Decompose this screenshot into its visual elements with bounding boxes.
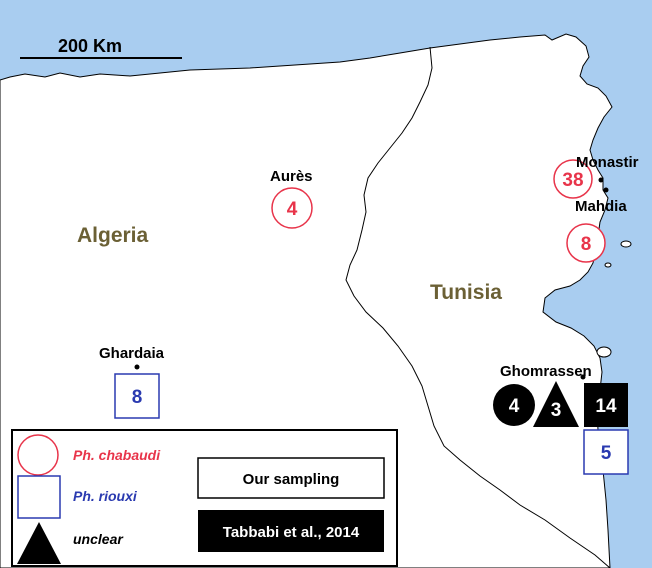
legend: Ph. chabaudi Ph. riouxi unclear Our samp… xyxy=(11,429,398,567)
kerkennah-island xyxy=(620,240,632,248)
riouxi-square-ghomrassen xyxy=(583,429,629,475)
riouxi-count-ghomrassen: 5 xyxy=(601,443,612,464)
monastir-location-dot xyxy=(598,177,604,183)
legend-tabbabi-label: Tabbabi et al., 2014 xyxy=(223,524,360,541)
chabaudi-circle-aures xyxy=(271,187,313,229)
legend-tabbabi-box xyxy=(198,510,384,552)
riouxi-count-ghardaia: 8 xyxy=(132,387,143,408)
chabaudi-count-monastir: 38 xyxy=(562,170,583,191)
tabbabi-triangle-count: 3 xyxy=(551,400,562,421)
riouxi-square-ghardaia xyxy=(114,373,160,419)
tabbabi-circle-ghomrassen xyxy=(493,384,535,426)
legend-riouxi-label: Ph. riouxi xyxy=(73,488,138,504)
tabbabi-square-count: 14 xyxy=(595,396,617,417)
site-name-ghomrassen: Ghomrassen xyxy=(500,363,592,380)
small-island xyxy=(604,262,612,268)
country-label-algeria: Algeria xyxy=(77,224,149,247)
tabbabi-triangle-ghomrassen xyxy=(533,381,579,427)
ghomrassen-location-dot xyxy=(580,374,586,380)
country-border xyxy=(345,46,611,568)
legend-chabaudi-symbol xyxy=(17,434,59,476)
site-name-mahdia: Mahdia xyxy=(575,198,627,215)
ghardaia-location-dot xyxy=(134,364,140,370)
legend-unclear-label: unclear xyxy=(73,531,124,547)
tabbabi-circle-count: 4 xyxy=(509,396,520,417)
legend-our-sampling-label: Our sampling xyxy=(243,471,340,488)
site-name-ghardaia: Ghardaia xyxy=(99,345,165,362)
mahdia-location-dot xyxy=(603,187,609,193)
legend-riouxi-symbol xyxy=(17,475,61,519)
chabaudi-circle-monastir xyxy=(553,159,593,199)
tabbabi-square-ghomrassen xyxy=(584,383,628,427)
legend-chabaudi-label: Ph. chabaudi xyxy=(73,447,161,463)
chabaudi-count-aures: 4 xyxy=(287,199,298,220)
site-name-aures: Aurès xyxy=(270,168,313,185)
djerba-island xyxy=(596,346,612,358)
legend-unclear-symbol xyxy=(17,522,61,564)
legend-our-sampling-box xyxy=(197,457,385,499)
scale-bar-label: 200 Km xyxy=(58,36,122,56)
site-name-monastir: Monastir xyxy=(576,154,639,171)
chabaudi-circle-mahdia xyxy=(566,223,606,263)
country-label-tunisia: Tunisia xyxy=(430,281,502,304)
chabaudi-count-mahdia: 8 xyxy=(581,234,592,255)
